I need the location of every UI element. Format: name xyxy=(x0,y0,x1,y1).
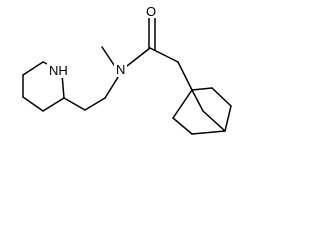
amide-group xyxy=(101,16,179,75)
ethyl-linker xyxy=(63,73,121,111)
bond-ch2a-ch2b xyxy=(84,97,106,111)
bond-n-carbonyl xyxy=(126,47,151,67)
bond-c3-c4 xyxy=(211,87,232,107)
bond-bridge-bh2 xyxy=(202,110,226,132)
bond-c2-c3 xyxy=(42,97,65,112)
norbornane-group xyxy=(172,61,232,135)
bond-ch2-bridgehead xyxy=(177,61,193,91)
atom-label-nh: NH xyxy=(49,63,68,78)
bond-c2-ch2a xyxy=(63,97,86,111)
bond-carbonyl-ch2 xyxy=(149,47,179,63)
molecule-structure-diagram: NH N O xyxy=(22,2,232,135)
atom-label-n: N xyxy=(116,62,125,77)
bond-c2-bh2 xyxy=(191,130,226,135)
bond-c1-c2 xyxy=(172,117,193,135)
atom-label-o: O xyxy=(146,4,156,19)
bond-c4-bh1 xyxy=(191,87,213,91)
bond-bh1-c1 xyxy=(172,89,193,119)
bond-bh1-bridge xyxy=(191,89,204,112)
bond-c5-c6 xyxy=(22,61,44,76)
bond-ch2b-n xyxy=(104,73,121,99)
bond-c3-c4 xyxy=(22,96,44,112)
bond-bh2-c3 xyxy=(224,105,232,132)
atom-labels: NH N O xyxy=(47,2,159,78)
